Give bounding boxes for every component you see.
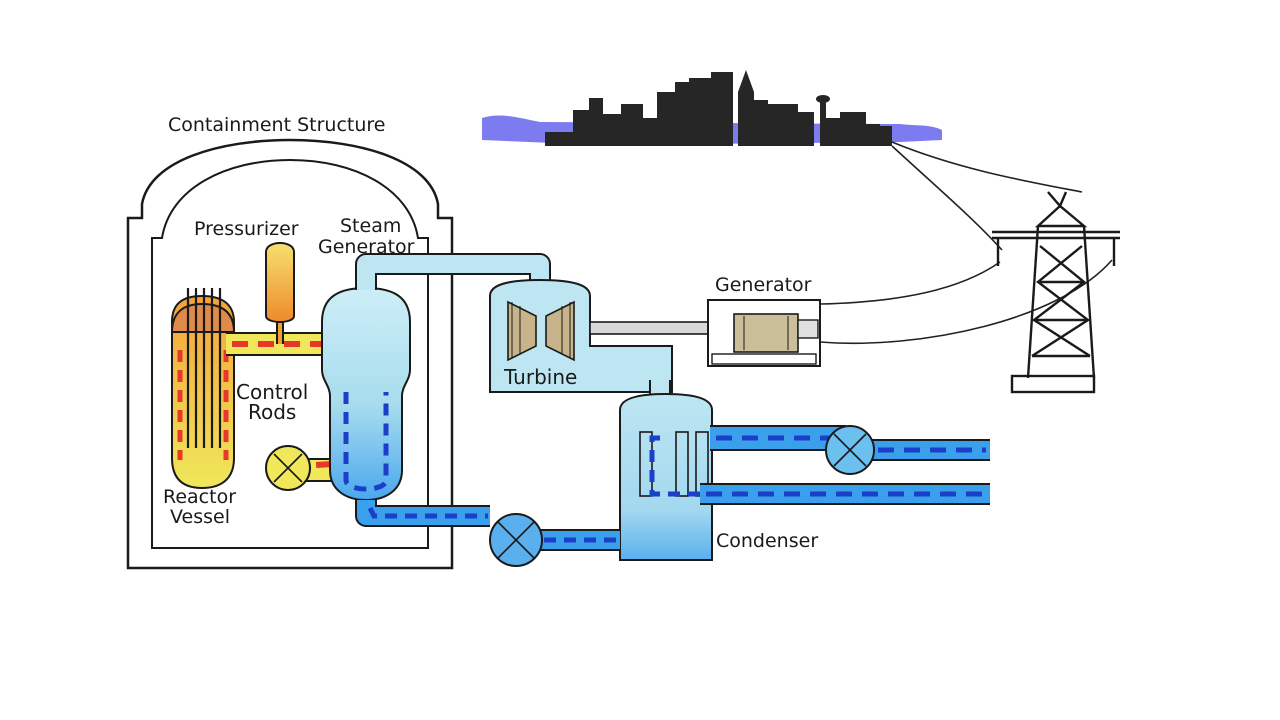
steam-line	[355, 253, 551, 290]
transmission-tower	[992, 191, 1120, 394]
label-control: Control	[236, 380, 308, 404]
label-condenser: Condenser	[716, 530, 818, 552]
control-rods	[186, 288, 222, 448]
cooling-pump	[825, 425, 875, 475]
city-skyline	[482, 70, 942, 146]
label-vessel: Vessel	[170, 506, 230, 528]
skyline-buildings	[545, 70, 892, 146]
label-steam: Steam	[340, 215, 401, 237]
label-rods: Rods	[248, 400, 296, 424]
turbine	[489, 278, 673, 393]
generator-unit	[707, 299, 821, 367]
pressurizer	[265, 242, 295, 344]
steam-generator	[321, 286, 411, 502]
cooling-water-loop	[649, 425, 990, 505]
primary-pump	[265, 445, 311, 491]
label-reactor: Reactor	[163, 486, 236, 508]
reactor-vessel	[170, 288, 236, 490]
feedwater-line	[355, 500, 620, 551]
transmission-lines	[819, 141, 1113, 345]
label-generator: Generator	[715, 274, 812, 296]
label-containment: Containment Structure	[168, 114, 385, 136]
label-steam-generator: Generator	[318, 236, 415, 258]
feedwater-pump	[489, 513, 543, 567]
label-pressurizer: Pressurizer	[194, 218, 299, 240]
label-turbine: Turbine	[503, 365, 577, 389]
condenser	[619, 392, 713, 561]
